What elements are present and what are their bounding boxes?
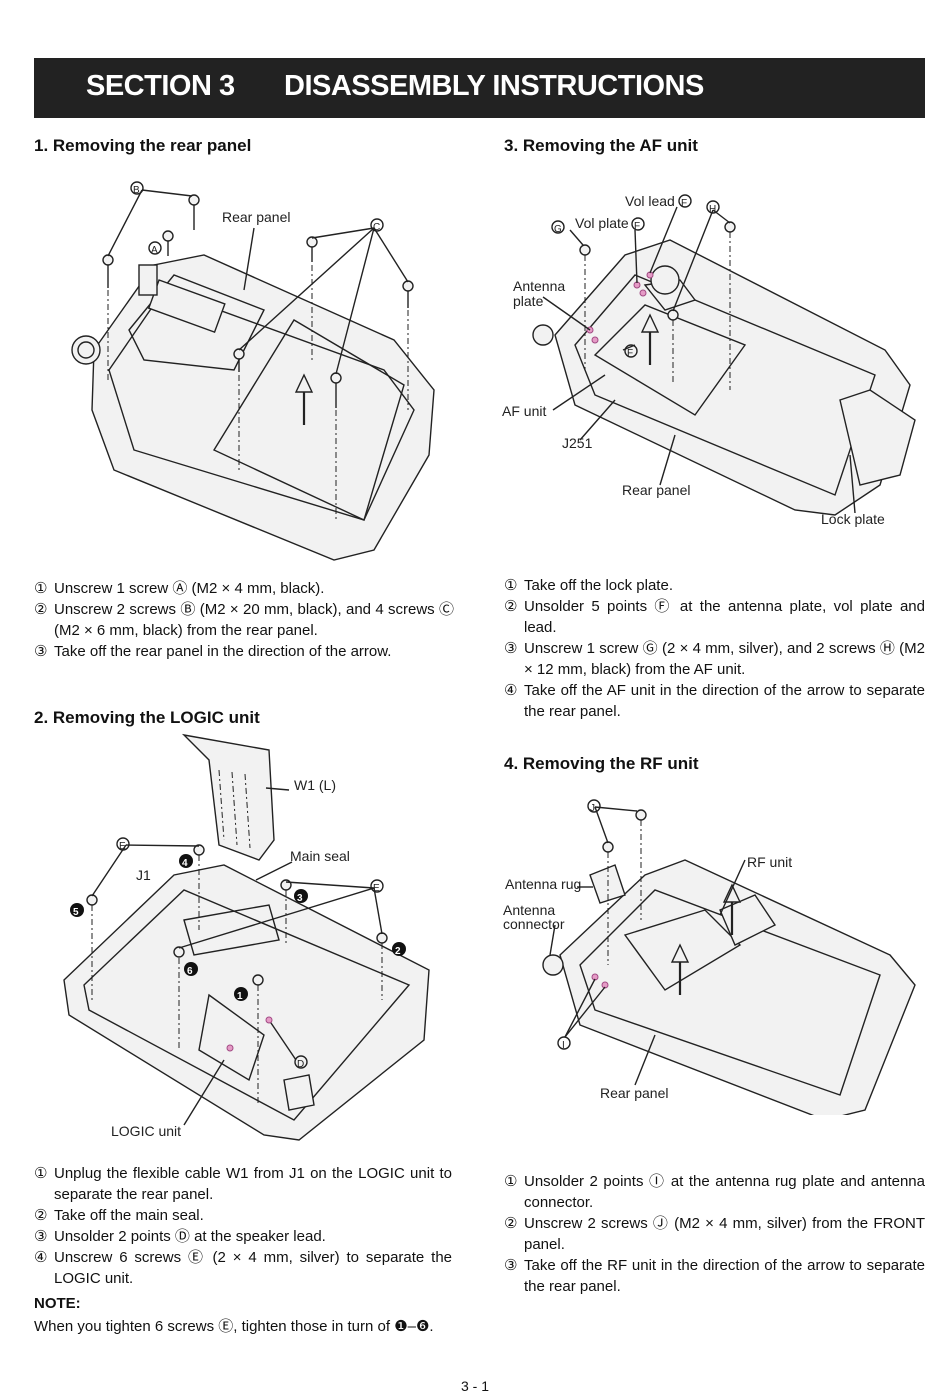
rear-panel-label: Rear panel (222, 209, 291, 225)
svg-text:J: J (590, 803, 595, 814)
af-unit-figure: G H F F F Vol lead Vol plate Antenna pla… (502, 193, 916, 527)
sec4-heading: 4. Removing the RF unit (504, 754, 699, 773)
antenna-plate-label-1: Antenna (513, 278, 565, 294)
section-number: SECTION 3 (86, 70, 235, 102)
svg-text:E: E (119, 841, 126, 852)
j1-label: J1 (136, 867, 151, 883)
rf-unit-label: RF unit (747, 854, 792, 870)
svg-text:F: F (681, 198, 687, 209)
main-seal-label: Main seal (290, 848, 350, 864)
antenna-plate-label-2: plate (513, 293, 544, 309)
svg-text:1: 1 (237, 991, 243, 1002)
rear-panel-label: Rear panel (600, 1085, 669, 1101)
svg-text:I: I (562, 1040, 565, 1051)
w1-label: W1 (L) (294, 777, 336, 793)
svg-text:A: A (151, 245, 158, 256)
section-title: DISASSEMBLY INSTRUCTIONS (284, 70, 704, 102)
svg-text:4: 4 (182, 858, 188, 869)
af-unit-label: AF unit (502, 403, 546, 419)
svg-text:6: 6 (187, 966, 193, 977)
vol-lead-label: Vol lead (625, 193, 675, 209)
svg-text:3: 3 (297, 893, 303, 904)
svg-text:2: 2 (395, 946, 401, 957)
lock-plate-label: Lock plate (821, 511, 885, 527)
antenna-connector-label-2: connector (503, 916, 565, 932)
sec2-heading: 2. Removing the LOGIC unit (34, 708, 260, 727)
section-banner: SECTION 3 DISASSEMBLY INSTRUCTIONS (34, 58, 925, 118)
sec1-heading: 1. Removing the rear panel (34, 136, 252, 155)
svg-text:5: 5 (73, 907, 79, 918)
page-number: 3 - 1 (460, 1378, 489, 1394)
note-heading: NOTE: (34, 1295, 81, 1312)
svg-text:H: H (709, 204, 716, 215)
svg-text:E: E (373, 883, 380, 894)
rf-unit-figure: J I RF unit Antenna rug Antenna connecto… (503, 799, 916, 1115)
svg-text:C: C (373, 222, 380, 233)
antenna-rug-label: Antenna rug (505, 876, 581, 892)
logic-unit-figure: E E D 4 5 3 2 6 1 W1 (L) Main seal J1 LO… (63, 733, 430, 1141)
svg-text:F: F (634, 221, 640, 232)
svg-text:D: D (297, 1059, 304, 1070)
note-text: When you tighten 6 screws Ⓔ, tighten tho… (34, 1318, 434, 1335)
j251-label: J251 (562, 435, 593, 451)
antenna-connector-label-1: Antenna (503, 902, 555, 918)
logic-unit-label: LOGIC unit (111, 1123, 181, 1139)
svg-text:B: B (133, 185, 140, 196)
sec3-heading: 3. Removing the AF unit (504, 136, 698, 155)
rear-panel-label: Rear panel (622, 482, 691, 498)
svg-text:G: G (554, 224, 562, 235)
svg-text:F: F (627, 348, 633, 359)
rear-panel-figure: B A C Rear panel (71, 181, 435, 561)
vol-plate-label: Vol plate (575, 215, 629, 231)
